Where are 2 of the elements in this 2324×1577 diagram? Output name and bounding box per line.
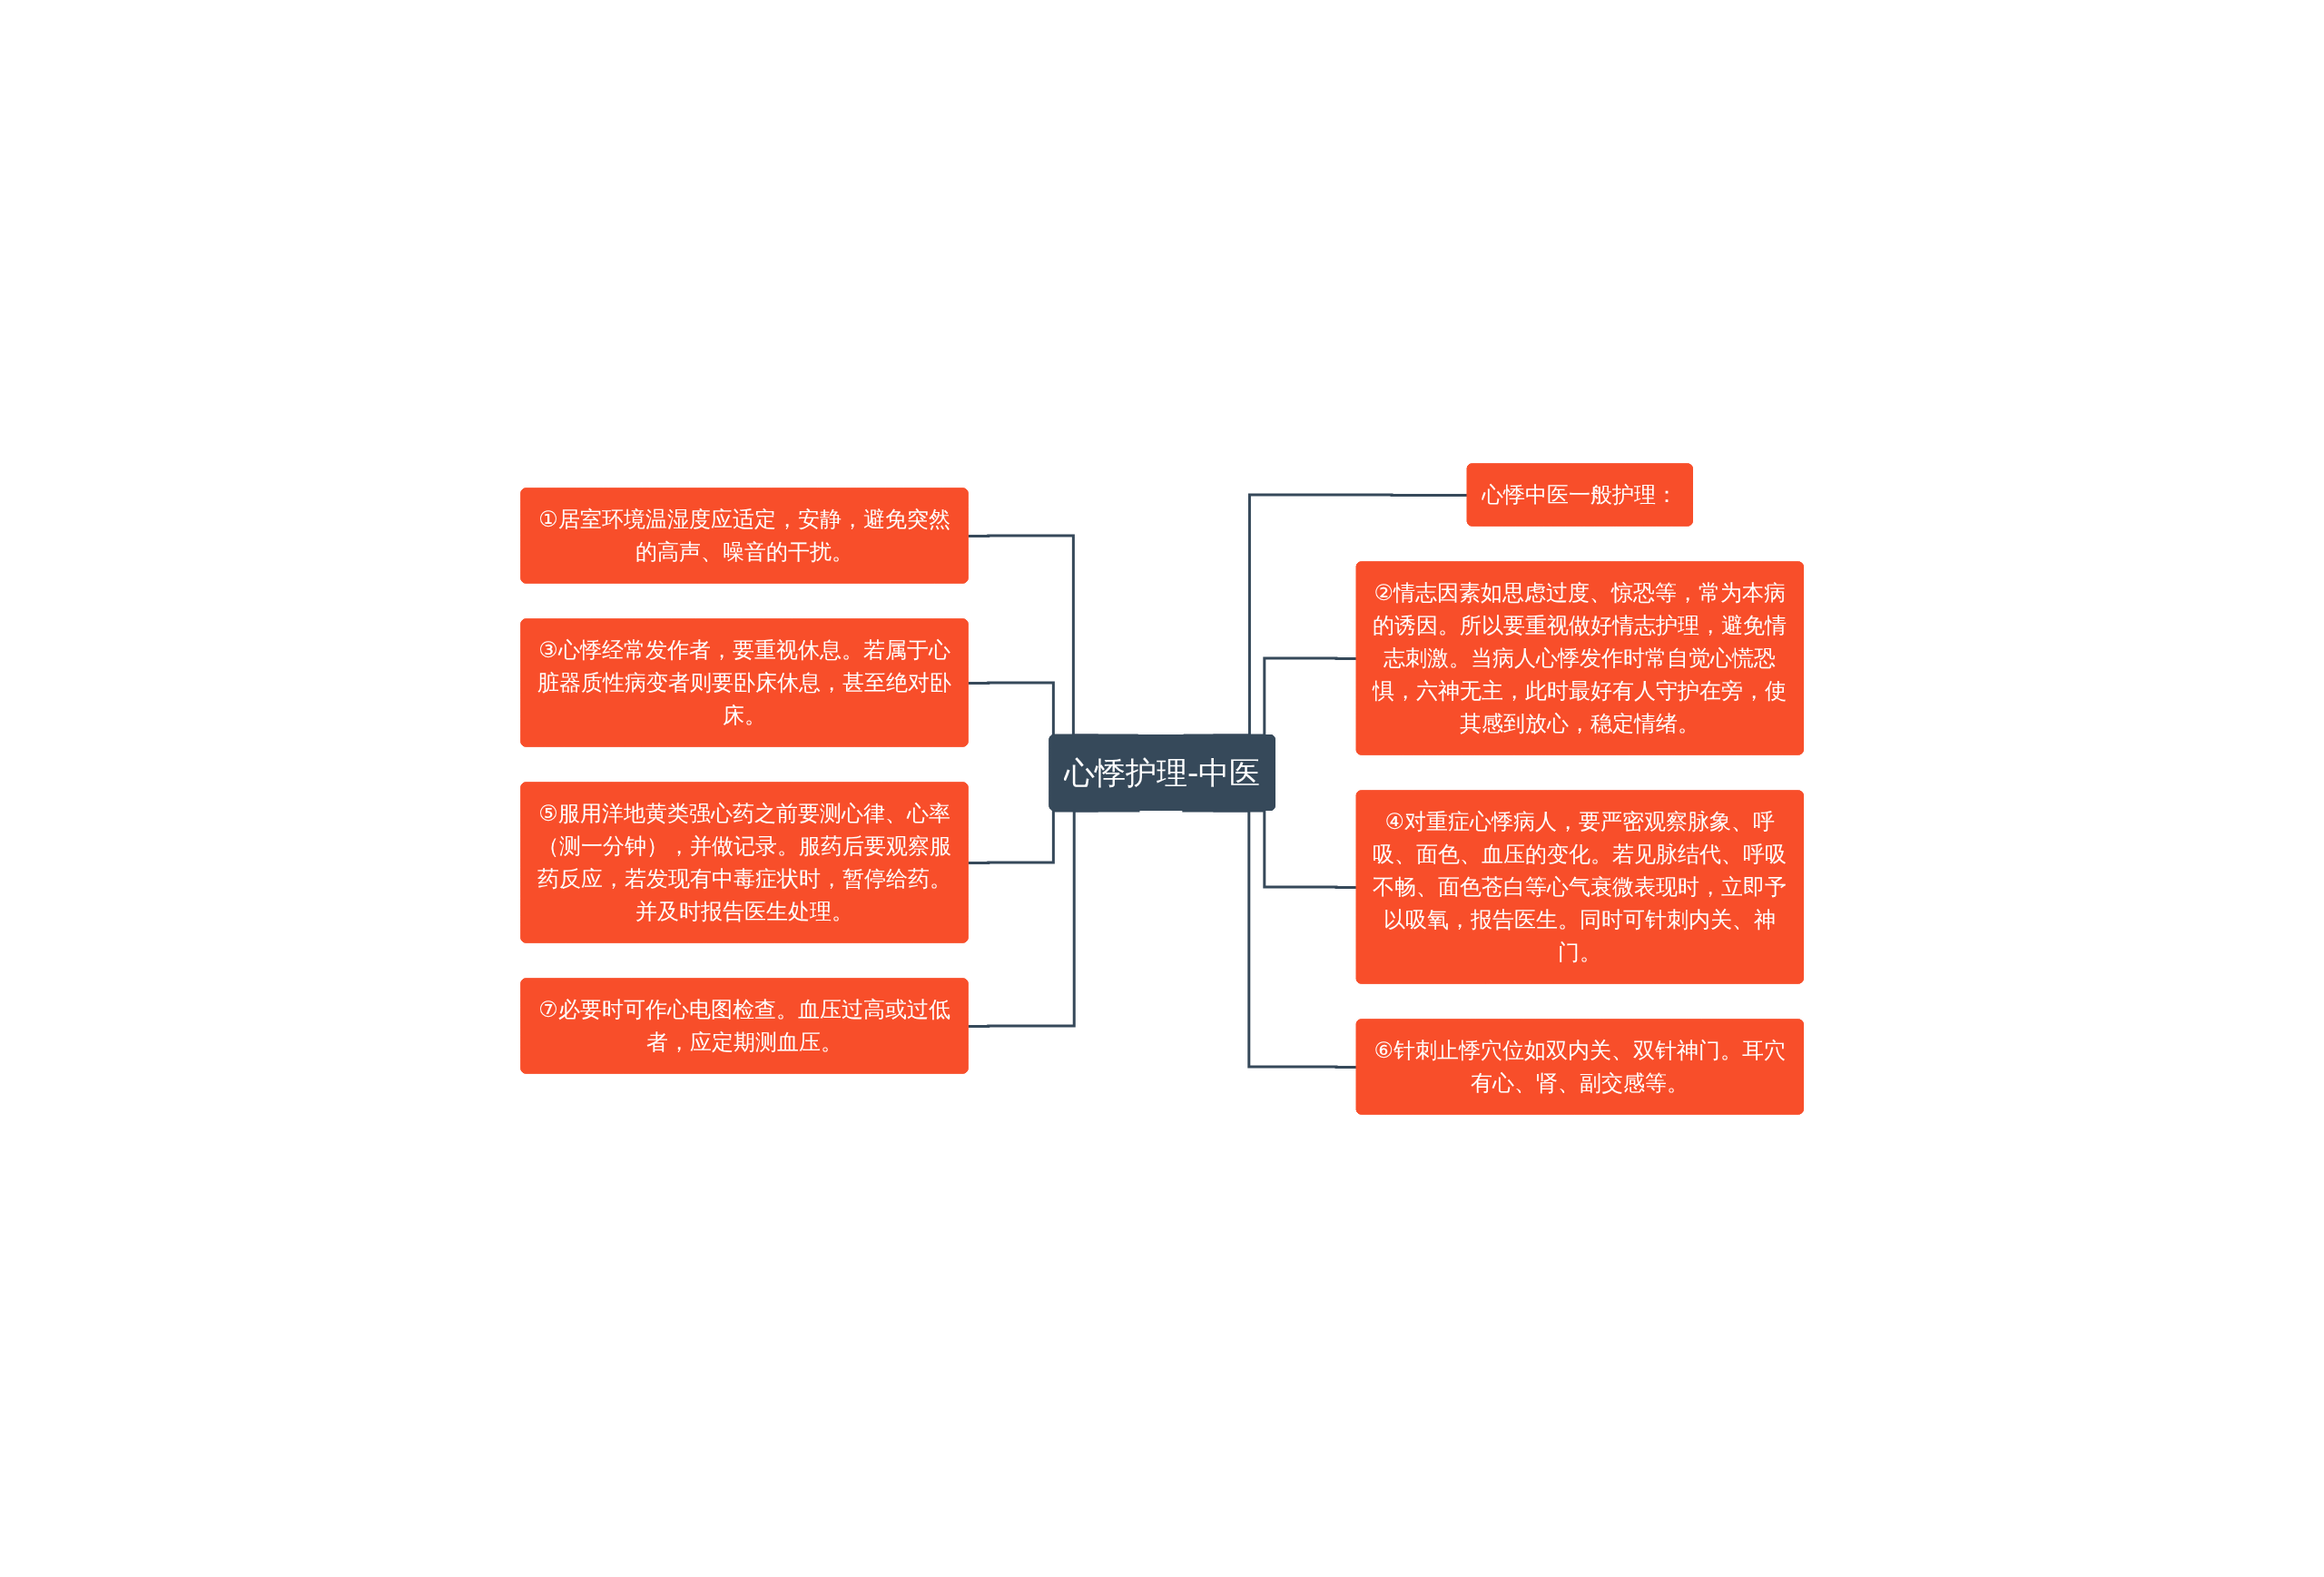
connector [968,809,1140,1028]
connector [1182,809,1357,1069]
